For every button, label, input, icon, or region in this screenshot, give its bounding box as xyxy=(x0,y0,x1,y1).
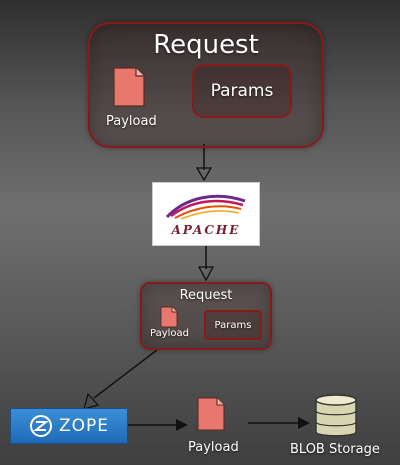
zope-logo-text: ZOPE xyxy=(58,416,110,436)
top-request-box: Request Payload Params xyxy=(88,22,324,148)
inner-request-box: Request Payload Params xyxy=(140,282,272,350)
zope-z-icon xyxy=(29,415,52,437)
inner-payload-document-icon xyxy=(160,306,178,328)
arrowhead-zope-to-payload xyxy=(176,419,188,431)
blob-storage-label: BLOB Storage xyxy=(290,442,380,457)
arrowhead-request-to-apache xyxy=(195,167,213,182)
arrowhead-request-to-zope xyxy=(83,392,100,410)
apache-feather-icon xyxy=(165,194,246,220)
inner-payload-label: Payload xyxy=(150,328,189,339)
bottom-payload-label: Payload xyxy=(188,440,239,455)
arrow-request-to-zope xyxy=(93,349,158,399)
arrowhead-apache-to-request xyxy=(197,266,215,282)
top-payload-label: Payload xyxy=(106,114,157,129)
apache-logo-text: APACHE xyxy=(171,223,241,237)
inner-params-label: Params xyxy=(214,319,252,331)
zope-logo: ZOPE xyxy=(10,408,128,444)
top-payload-document-icon xyxy=(112,66,146,108)
top-params-box: Params xyxy=(192,64,292,118)
inner-params-box: Params xyxy=(204,310,262,340)
apache-logo: APACHE xyxy=(152,182,260,246)
bottom-payload-document-icon xyxy=(196,396,226,432)
blob-storage-database-icon xyxy=(312,392,360,440)
arrowhead-payload-to-storage xyxy=(298,417,310,429)
inner-request-title: Request xyxy=(179,288,233,303)
top-request-title: Request xyxy=(153,30,259,60)
top-params-label: Params xyxy=(210,81,274,101)
